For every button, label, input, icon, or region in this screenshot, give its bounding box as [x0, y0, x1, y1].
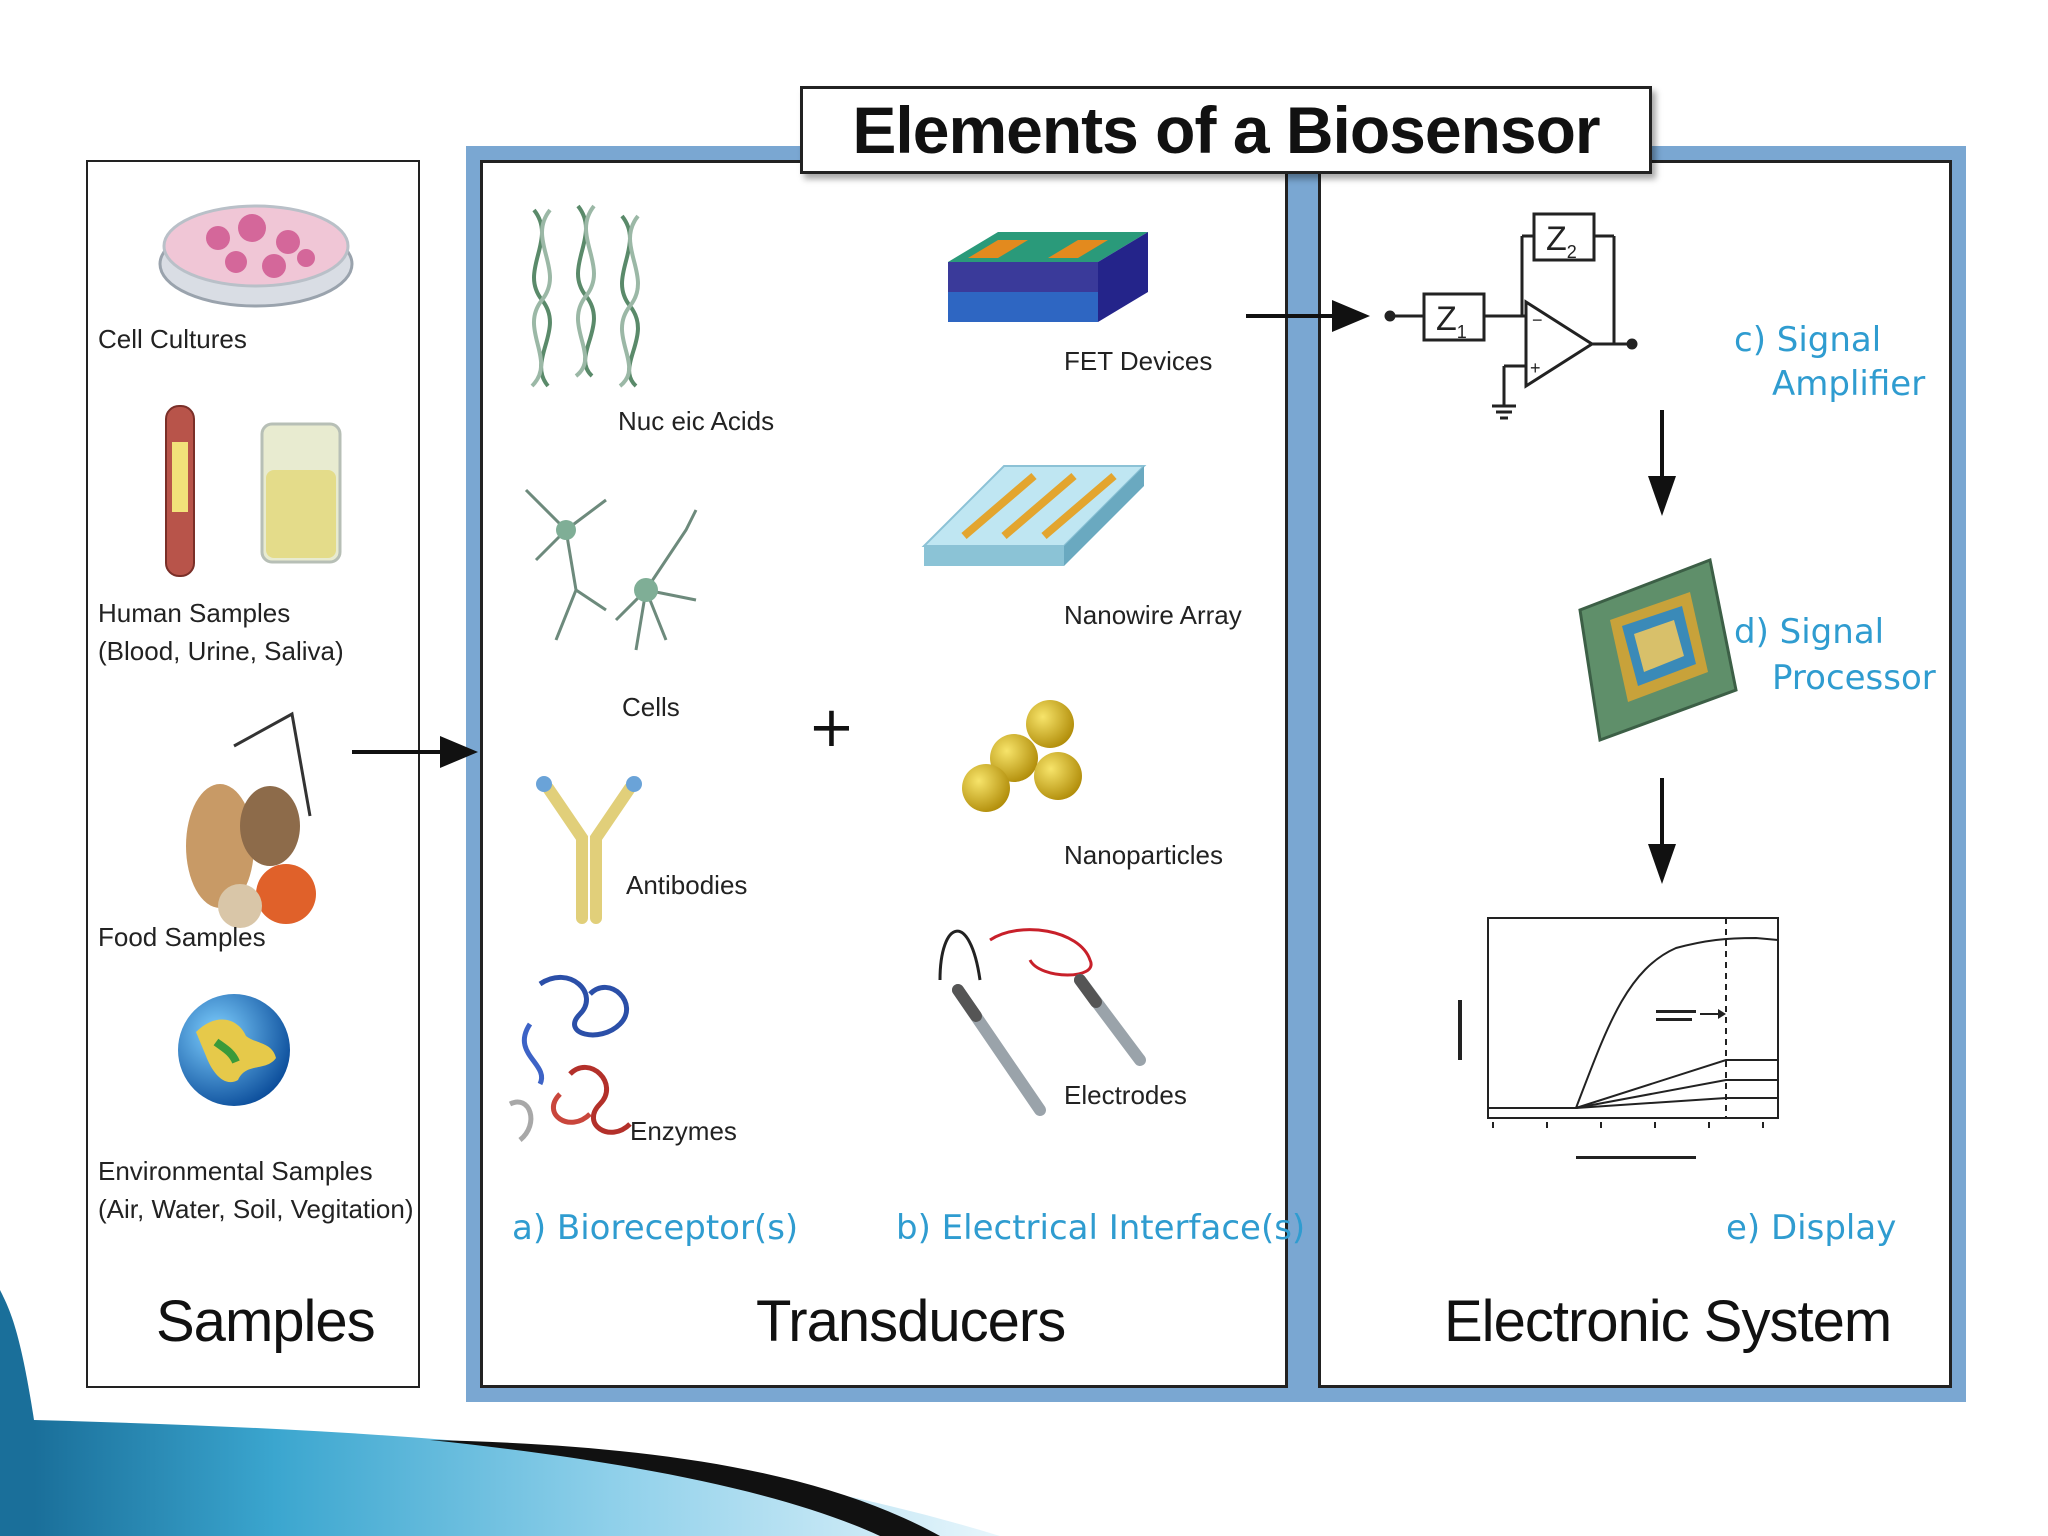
impedance-z1-label: Z1: [1436, 300, 1467, 342]
svg-text:−: −: [1532, 310, 1543, 330]
interface-label-nanoparticles: Nanoparticles: [1064, 840, 1223, 870]
display-plot-thumbnail: [1458, 917, 1779, 1159]
samples-panel: [86, 160, 420, 1388]
plus-sign: +: [808, 695, 855, 760]
nanowire-array-icon: [921, 465, 1147, 566]
arrow-down-icon: [1648, 778, 1676, 884]
signal-processor-label-line2: Processor: [1772, 658, 1936, 698]
bioreceptors-heading: a) Bioreceptor(s): [512, 1208, 799, 1248]
signal-amplifier-label-line2: Amplifier: [1772, 364, 1926, 404]
petri-dish-icon: [158, 204, 354, 308]
sample-label-environmental-detail: (Air, Water, Soil, Vegitation): [98, 1194, 414, 1224]
interface-label-nanowire-array: Nanowire Array: [1064, 600, 1242, 630]
dna-strands-icon: [530, 204, 640, 388]
diagram-title: Elements of a Biosensor: [852, 93, 1600, 167]
sample-label-environmental: Environmental Samples: [98, 1156, 373, 1186]
neuron-cells-icon: [524, 488, 698, 651]
electronic-system-caption: Electronic System: [1444, 1289, 1892, 1354]
bioreceptor-label-enzymes: Enzymes: [630, 1116, 737, 1146]
diagram-title-box: Elements of a Biosensor: [800, 86, 1652, 174]
transducers-caption: Transducers: [756, 1289, 1066, 1354]
blood-tube-icon: [165, 405, 195, 577]
bioreceptor-label-nucleic-acids: Nuc eic Acids: [618, 406, 775, 436]
bioreceptor-label-cells: Cells: [622, 692, 680, 722]
urine-beaker-icon: [260, 422, 342, 564]
interface-label-fet-devices: FET Devices: [1064, 346, 1213, 376]
electrical-interfaces-heading: b) Electrical Interface(s): [896, 1208, 1306, 1248]
nanoparticles-icon: [962, 700, 1082, 812]
display-label: e) Display: [1726, 1208, 1897, 1248]
arrow-right-icon: [1246, 300, 1370, 332]
transducers-panel: [480, 160, 1288, 1388]
electrodes-icon: [938, 928, 1146, 1116]
processor-chip-icon: [1578, 557, 1738, 743]
signal-amplifier-label-line1: c) Signal: [1734, 320, 1882, 360]
signal-processor-label-line1: d) Signal: [1734, 612, 1885, 652]
electronic-system-panel: [1318, 160, 1952, 1388]
sample-label-human-detail: (Blood, Urine, Saliva): [98, 636, 344, 666]
fet-device-icon: [948, 232, 1148, 322]
antibody-icon: [536, 776, 642, 924]
sample-label-cell-cultures: Cell Cultures: [98, 324, 247, 354]
enzyme-structure-icon: [508, 975, 632, 1142]
arrow-down-icon: [1648, 410, 1676, 516]
svg-text:+: +: [1530, 358, 1541, 378]
food-samples-icon: [186, 711, 316, 928]
globe-icon: [178, 994, 290, 1106]
impedance-z2-label: Z2: [1546, 220, 1577, 262]
sample-label-human: Human Samples: [98, 598, 291, 628]
arrow-right-icon: [352, 736, 478, 768]
interface-label-electrodes: Electrodes: [1064, 1080, 1187, 1110]
bioreceptor-label-antibodies: Antibodies: [626, 870, 748, 900]
sample-label-food: Food Samples: [98, 922, 266, 952]
op-amp-circuit-icon: − + Z1 Z2: [1384, 212, 1638, 420]
samples-caption: Samples: [156, 1289, 376, 1354]
